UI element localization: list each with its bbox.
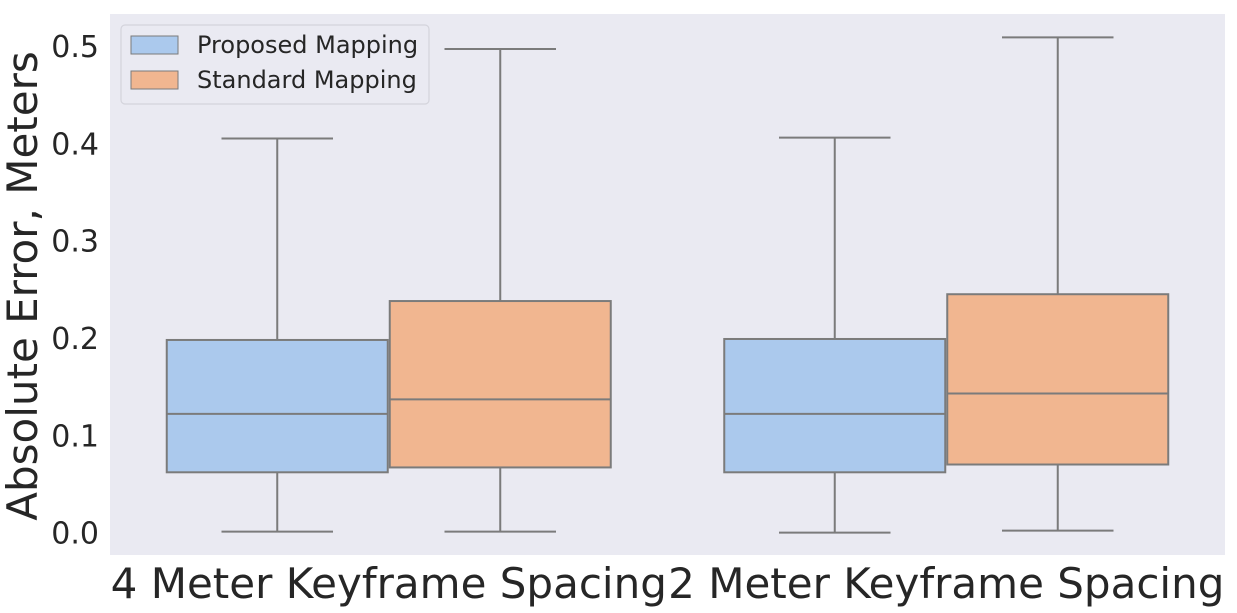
legend-label: Proposed Mapping [197, 31, 418, 59]
legend-label: Standard Mapping [197, 66, 417, 94]
y-axis: 0.0 0.1 0.2 0.3 0.4 0.5 [51, 30, 99, 552]
y-tick-label: 0.2 [51, 322, 99, 357]
x-tick-label: 2 Meter Keyframe Spacing [668, 559, 1224, 608]
y-tick-label: 0.4 [51, 127, 99, 162]
box-series [165, 36, 1170, 534]
box [165, 338, 389, 474]
box [723, 337, 947, 474]
y-tick-label: 0.1 [51, 419, 99, 454]
y-tick-label: 0.3 [51, 225, 99, 260]
x-tick-label: 4 Meter Keyframe Spacing [111, 559, 667, 608]
box [946, 293, 1170, 466]
y-axis-title: Absolute Error, Meters [0, 51, 47, 521]
box [388, 300, 612, 469]
legend-frame [120, 24, 430, 105]
y-tick-label: 0.5 [51, 30, 99, 65]
legend-swatch [130, 70, 179, 90]
y-tick-label: 0.0 [51, 517, 99, 552]
legend-swatch [130, 35, 179, 55]
